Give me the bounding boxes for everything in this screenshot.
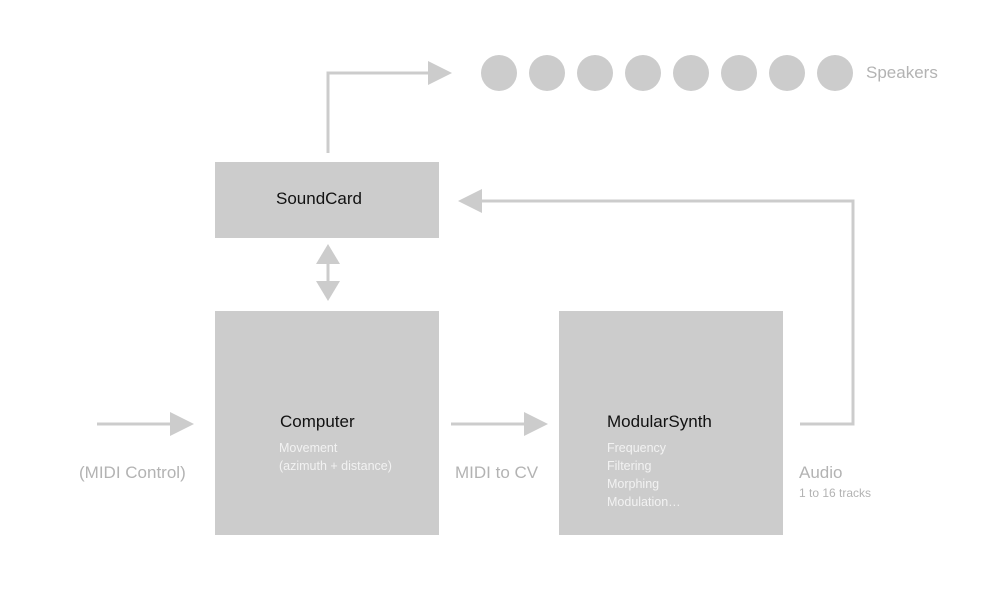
soundcard-box: SoundCard	[215, 162, 439, 238]
synth-detail-morphing: Morphing	[607, 477, 660, 491]
audio-tracks-label: 1 to 16 tracks	[799, 486, 872, 500]
speaker-icon	[577, 55, 613, 91]
speaker-icon	[673, 55, 709, 91]
midi-control-label: (MIDI Control)	[79, 463, 186, 482]
speaker-icon	[529, 55, 565, 91]
speaker-icon	[769, 55, 805, 91]
synth-detail-frequency: Frequency	[607, 441, 667, 455]
soundcard-to-speakers-line	[326, 71, 430, 153]
synth-detail-modulation: Modulation…	[607, 495, 681, 509]
down-arrowhead	[316, 281, 340, 301]
midi-to-cv-arrowhead	[524, 412, 548, 436]
modular-synth-title: ModularSynth	[607, 412, 712, 431]
speakers-label: Speakers	[866, 63, 938, 82]
speaker-icon	[817, 55, 853, 91]
midi-to-cv-label: MIDI to CV	[455, 463, 539, 482]
midi-control-arrowhead	[170, 412, 194, 436]
synth-detail-filtering: Filtering	[607, 459, 652, 473]
speakers-arrowhead	[428, 61, 452, 85]
computer-title: Computer	[280, 412, 355, 431]
audio-return-line	[480, 199, 855, 426]
computer-detail-azimuth: (azimuth + distance)	[279, 459, 392, 473]
soundcard-arrowhead	[458, 189, 482, 213]
speaker-icon	[625, 55, 661, 91]
speaker-icon	[481, 55, 517, 91]
computer-detail-movement: Movement	[279, 441, 338, 455]
up-arrowhead	[316, 244, 340, 264]
speaker-icon	[721, 55, 757, 91]
audio-label: Audio	[799, 463, 843, 482]
modular-synth-box: ModularSynth Frequency Filtering Morphin…	[559, 311, 783, 535]
computer-box: Computer Movement (azimuth + distance)	[215, 311, 439, 535]
soundcard-title: SoundCard	[276, 189, 363, 208]
